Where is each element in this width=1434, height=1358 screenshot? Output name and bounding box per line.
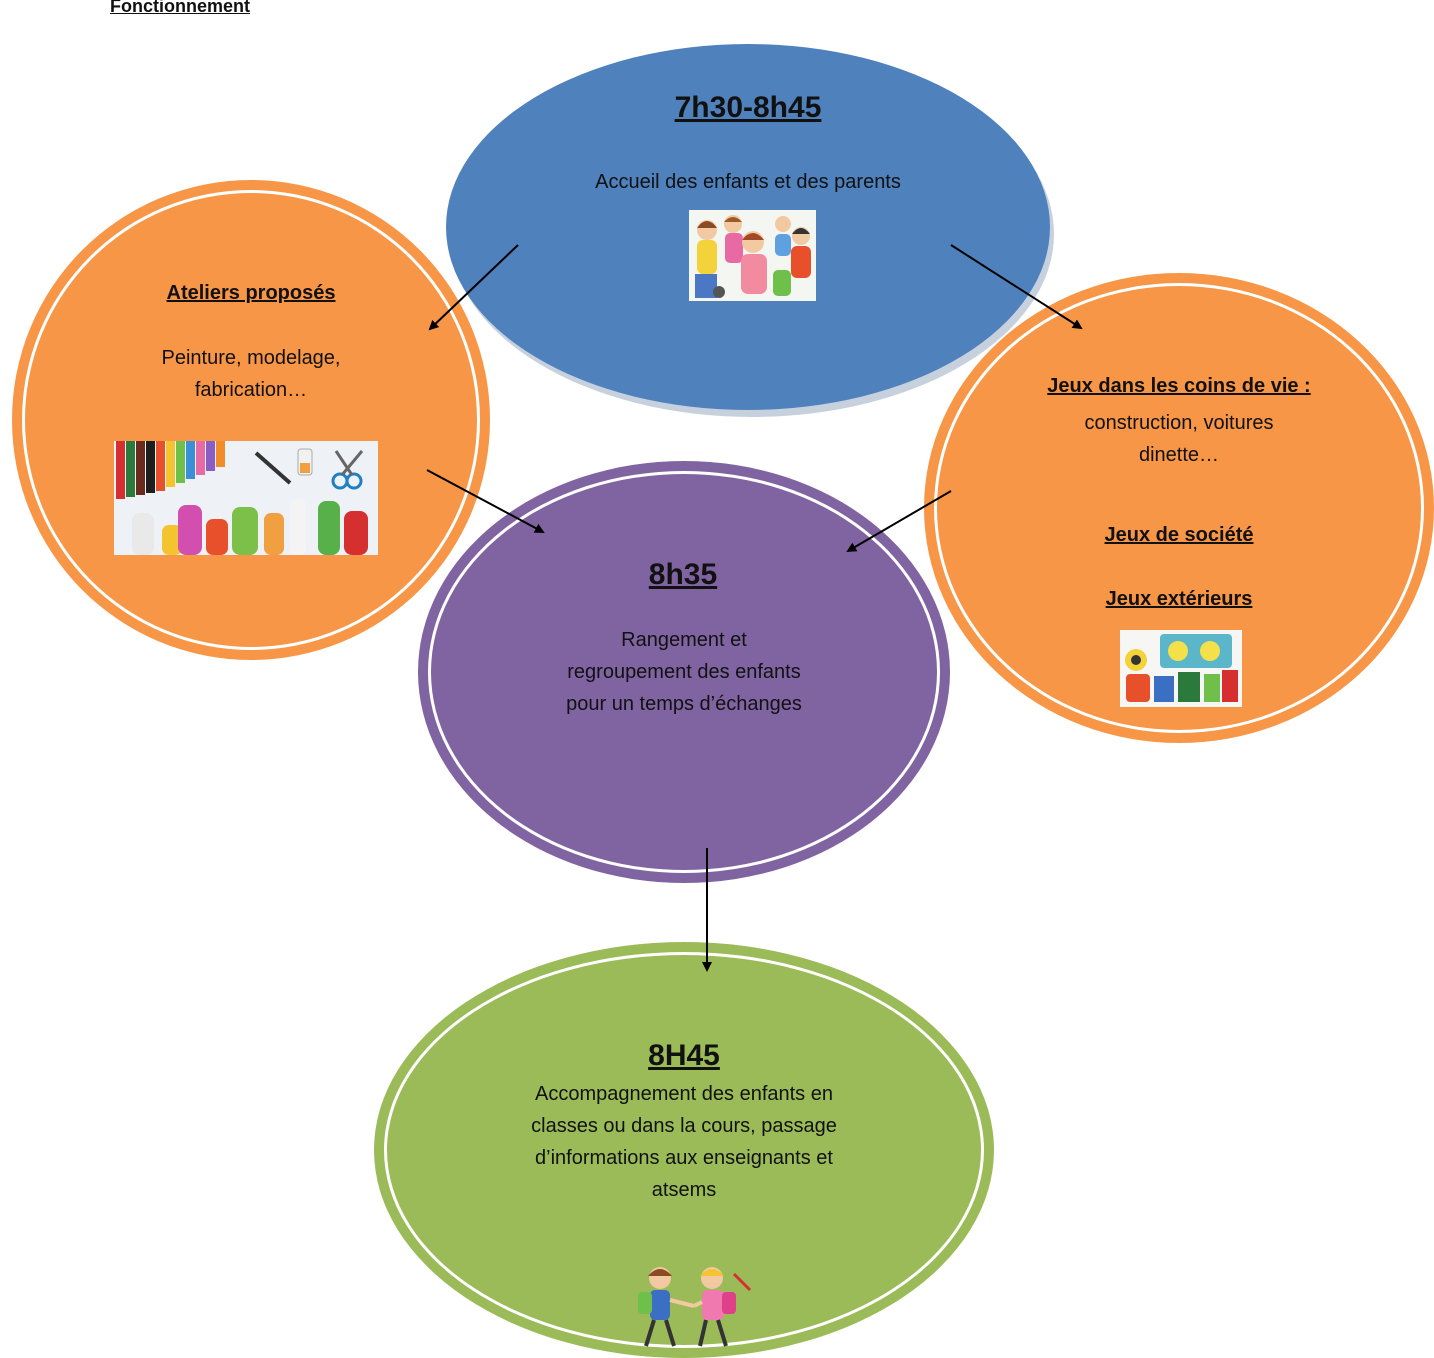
rangement-title: 8h35 bbox=[648, 558, 718, 591]
accompagnement-line-4: atsems bbox=[651, 1179, 717, 1201]
jeux-line-1: construction, voitures bbox=[1084, 412, 1274, 434]
jeux-title-vie: Jeux dans les coins de vie : bbox=[1047, 375, 1311, 397]
jeux-line-2: dinette… bbox=[1138, 444, 1220, 466]
accueil-title: 7h30-8h45 bbox=[674, 91, 822, 124]
jeux-title-exterieurs: Jeux extérieurs bbox=[1105, 588, 1253, 610]
node-jeux: Jeux dans les coins de vie : constructio… bbox=[924, 273, 1434, 743]
accompagnement-line-3: d’informations aux enseignants et bbox=[535, 1147, 833, 1169]
node-accompagnement: 8H45 Accompagnement des enfants en class… bbox=[374, 942, 994, 1358]
crafts-illustration bbox=[114, 441, 378, 555]
accueil-text: Accueil des enfants et des parents bbox=[595, 171, 901, 193]
node-accueil: 7h30-8h45 Accueil des enfants et des par… bbox=[446, 44, 1050, 410]
rangement-line-3: pour un temps d’échanges bbox=[566, 693, 802, 715]
arrow-jeux-to-rangement bbox=[846, 490, 952, 553]
ateliers-title: Ateliers proposés bbox=[166, 282, 336, 304]
arrow-accueil-to-jeux bbox=[950, 244, 1083, 330]
accompagnement-title: 8H45 bbox=[648, 1039, 720, 1072]
accompagnement-line-2: classes ou dans la cours, passage bbox=[531, 1115, 837, 1137]
arrow-accueil-to-ateliers bbox=[428, 244, 519, 331]
board-games-illustration bbox=[1120, 630, 1242, 707]
node-ateliers: Ateliers proposés Peinture, modelage, fa… bbox=[12, 180, 490, 660]
node-rangement: 8h35 Rangement et regroupement des enfan… bbox=[418, 461, 950, 883]
jeux-title-societe: Jeux de société bbox=[1104, 524, 1254, 546]
families-illustration bbox=[689, 210, 816, 301]
schoolchildren-illustration bbox=[624, 1264, 758, 1354]
page-heading: Fonctionnement bbox=[110, 0, 250, 16]
ateliers-line-2: fabrication… bbox=[194, 379, 308, 401]
rangement-line-2: regroupement des enfants bbox=[567, 661, 801, 683]
accompagnement-line-1: Accompagnement des enfants en bbox=[535, 1083, 833, 1105]
rangement-line-1: Rangement et bbox=[621, 629, 747, 651]
arrow-ateliers-to-rangement bbox=[426, 469, 545, 533]
ateliers-line-1: Peinture, modelage, bbox=[161, 347, 341, 369]
